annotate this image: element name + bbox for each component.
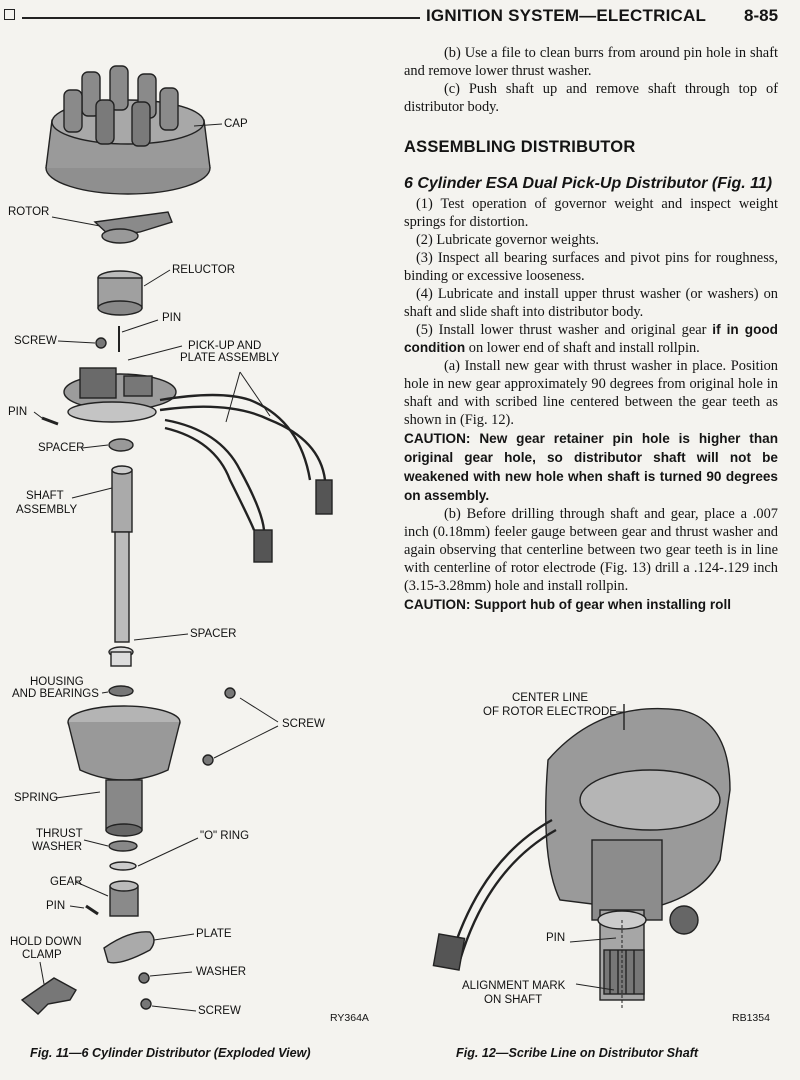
label-spacer-bottom: SPACER xyxy=(190,628,237,640)
label-screw-top: SCREW xyxy=(14,335,57,347)
label-center-line-2: OF ROTOR ELECTRODE xyxy=(483,706,617,718)
label-alignment-1: ALIGNMENT MARK xyxy=(462,980,566,992)
label-shaft-2: ASSEMBLY xyxy=(16,504,78,516)
step-5b: (b) Before drilling through shaft and ge… xyxy=(404,506,778,594)
caution-1: CAUTION: New gear retainer pin hole is h… xyxy=(404,431,778,503)
step-c-push-shaft: (c) Push shaft up and remove shaft throu… xyxy=(404,81,778,115)
shaft-assembly-icon xyxy=(111,465,133,643)
figure-12-ref: RB1354 xyxy=(732,1012,770,1024)
pickup-plate-icon xyxy=(63,367,177,423)
label-pickup-1: PICK-UP AND xyxy=(188,340,262,352)
label-plate: PLATE xyxy=(196,928,232,940)
header-rule xyxy=(22,17,420,19)
label-screw-bottom: SCREW xyxy=(198,1005,241,1017)
label-spring: SPRING xyxy=(14,792,59,804)
step-5: (5) Install lower thrust washer and orig… xyxy=(404,321,778,357)
figure-12-drawing xyxy=(432,704,731,1010)
label-screw-mid: SCREW xyxy=(282,718,325,730)
caution-2: CAUTION: Support hub of gear when instal… xyxy=(404,597,731,612)
reluctor-icon xyxy=(97,270,143,316)
gear-icon xyxy=(109,880,139,917)
label-thrust-1: THRUST xyxy=(36,828,83,840)
label-hold-down-1: HOLD DOWN xyxy=(10,936,82,948)
header-box-icon xyxy=(4,9,15,20)
label-pin: PIN xyxy=(546,932,566,944)
step-5-text-a: (5) Install lower thrust washer and orig… xyxy=(416,322,707,338)
label-cap: CAP xyxy=(224,118,248,130)
subsection-heading: 6 Cylinder ESA Dual Pick-Up Distributor … xyxy=(404,175,773,192)
figure-11-ref: RY364A xyxy=(330,1012,369,1024)
step-5a: (a) Install new gear with thrust washer … xyxy=(404,358,778,428)
step-5-bold: if in good condition xyxy=(404,322,778,355)
label-shaft-1: SHAFT xyxy=(26,490,64,502)
label-housing-1: HOUSING xyxy=(30,676,84,688)
label-pickup-2: PLATE ASSEMBLY xyxy=(180,352,280,364)
step-2: (2) Lubricate governor weights. xyxy=(416,232,600,248)
label-housing-2: AND BEARINGS xyxy=(12,688,99,700)
label-hold-down-2: CLAMP xyxy=(22,949,62,961)
page-header: IGNITION SYSTEM—ELECTRICAL 8-85 xyxy=(0,0,800,34)
section-heading: ASSEMBLING DISTRIBUTOR xyxy=(404,138,636,156)
label-washer: WASHER xyxy=(196,966,247,978)
step-1: (1) Test operation of governor weight an… xyxy=(404,196,778,230)
header-title: IGNITION SYSTEM—ELECTRICAL xyxy=(426,6,707,25)
label-pin-bottom: PIN xyxy=(46,900,66,912)
step-b-clean-burrs: (b) Use a file to clean burrs from aroun… xyxy=(404,45,778,79)
text-column: (b) Use a file to clean burrs from aroun… xyxy=(404,44,778,614)
distributor-cap-icon xyxy=(45,65,211,195)
label-o-ring: "O" RING xyxy=(200,830,250,842)
label-gear: GEAR xyxy=(50,876,83,888)
label-pin-mid: PIN xyxy=(8,406,28,418)
page-number: 8-85 xyxy=(744,6,779,25)
label-pin-top: PIN xyxy=(162,312,182,324)
step-5-text-b: on lower end of shaft and install rollpi… xyxy=(468,340,700,356)
housing-icon xyxy=(67,705,181,837)
label-spacer-top: SPACER xyxy=(38,442,85,454)
figure-12-caption: Fig. 12—Scribe Line on Distributor Shaft xyxy=(456,1046,699,1060)
step-3: (3) Inspect all bearing surfaces and piv… xyxy=(404,250,778,284)
label-reluctor: RELUCTOR xyxy=(172,264,236,276)
gear-teeth-icon xyxy=(603,949,645,995)
label-alignment-2: ON SHAFT xyxy=(484,994,543,1006)
label-thrust-2: WASHER xyxy=(32,841,83,853)
label-rotor: ROTOR xyxy=(8,206,50,218)
rotor-icon xyxy=(93,211,173,244)
label-center-line-1: CENTER LINE xyxy=(512,692,589,704)
figure-11-caption: Fig. 11—6 Cylinder Distributor (Exploded… xyxy=(30,1046,311,1060)
step-4: (4) Lubricate and install upper thrust w… xyxy=(404,286,778,320)
